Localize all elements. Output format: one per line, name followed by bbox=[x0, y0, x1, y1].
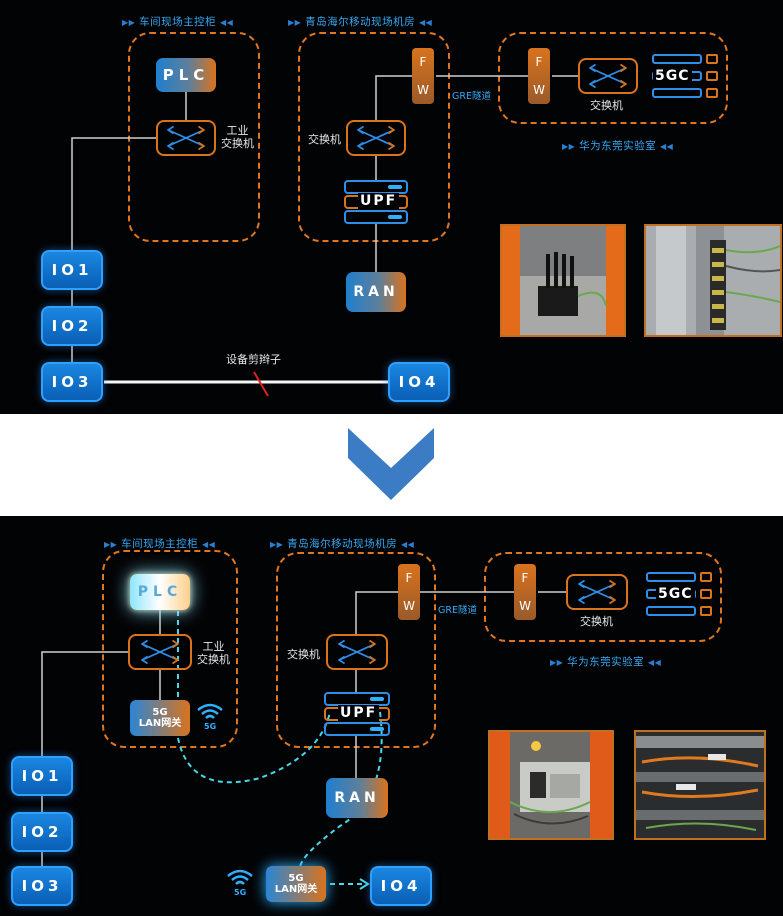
huawei-lab-group bbox=[498, 32, 728, 124]
switch-cross-arrows-icon bbox=[577, 579, 617, 605]
wifi-5g-label-bottom: 5G bbox=[234, 888, 247, 897]
wifi-5g-label-top: 5G bbox=[204, 722, 217, 731]
device-photo-left bbox=[500, 224, 626, 337]
io4-box: IO4 bbox=[370, 866, 432, 906]
5gc-label: 5GC bbox=[656, 586, 695, 602]
switch-cross-arrows-icon bbox=[140, 639, 180, 665]
switch-cross-arrows-icon bbox=[166, 125, 206, 151]
industrial-switch-label: 工业 交换机 bbox=[197, 640, 230, 666]
bottom-connection-lines bbox=[41, 586, 566, 890]
top-connection-lines bbox=[71, 75, 578, 397]
firewall-left: F W bbox=[412, 48, 434, 104]
fw-left-f: F bbox=[419, 55, 427, 69]
device-photo-left-image bbox=[502, 226, 624, 335]
workshop-cabinet-title: ▶▶ 车间现场主控柜 ◀◀ bbox=[122, 16, 234, 28]
wifi-icon bbox=[196, 702, 224, 726]
io3-box: IO3 bbox=[11, 866, 73, 906]
firewall-right: F W bbox=[528, 48, 550, 104]
switch-cross-arrows-icon bbox=[356, 125, 396, 151]
io1-box: IO1 bbox=[11, 756, 73, 796]
device-photo-left-image bbox=[490, 732, 612, 838]
top-diagram-panel: ▶▶ 车间现场主控柜 ◀◀ ▶▶ 青岛海尔移动现场机房 ◀◀ ▶▶ 华为东莞实验… bbox=[0, 0, 783, 414]
haier-switch-label: 交换机 bbox=[287, 648, 320, 661]
io2-box: IO2 bbox=[11, 812, 73, 852]
bottom-diagram-panel: ▶▶ 车间现场主控柜 ◀◀ ▶▶ 青岛海尔移动现场机房 ◀◀ ▶▶ 华为东莞实验… bbox=[0, 516, 783, 916]
ran-box: RAN bbox=[346, 272, 406, 312]
io4-box: IO4 bbox=[388, 362, 450, 402]
gre-tunnel-label: GRE隧道 bbox=[438, 605, 477, 616]
down-chevron-arrow-icon bbox=[348, 428, 434, 500]
5g-lan-gateway-bottom: 5G LAN网关 bbox=[266, 866, 326, 902]
haier-room-group bbox=[298, 32, 450, 242]
plc-box: PLC bbox=[130, 574, 190, 610]
haier-switch bbox=[326, 634, 388, 670]
5gc-label: 5GC bbox=[653, 68, 692, 84]
industrial-switch bbox=[156, 120, 216, 156]
device-photo-right-image bbox=[646, 226, 780, 335]
upf-server: UPF bbox=[324, 692, 390, 736]
io2-box: IO2 bbox=[41, 306, 103, 346]
workshop-cabinet-title: ▶▶ 车间现场主控柜 ◀◀ bbox=[104, 538, 216, 550]
io1-box: IO1 bbox=[41, 250, 103, 290]
io3-box: IO3 bbox=[41, 362, 103, 402]
device-photo-right-image bbox=[636, 732, 764, 838]
device-photo-right bbox=[634, 730, 766, 840]
5g-lan-gateway-top: 5G LAN网关 bbox=[130, 700, 190, 736]
fw-right-f: F bbox=[535, 55, 543, 69]
switch-cross-arrows-icon bbox=[588, 63, 628, 89]
fw-right-w: W bbox=[533, 83, 545, 97]
huawei-lab-group bbox=[484, 552, 722, 642]
firewall-right: F W bbox=[514, 564, 536, 620]
industrial-switch bbox=[128, 634, 192, 670]
upf-label: UPF bbox=[338, 705, 380, 721]
firewall-left: F W bbox=[398, 564, 420, 620]
haier-switch-label: 交换机 bbox=[308, 133, 341, 146]
switch-cross-arrows-icon bbox=[337, 639, 377, 665]
workshop-cabinet-group bbox=[102, 550, 238, 748]
plc-box: PLC bbox=[156, 58, 216, 92]
5gc-core: 5GC bbox=[652, 54, 720, 100]
device-photo-left bbox=[488, 730, 614, 840]
haier-room-title: ▶▶ 青岛海尔移动现场机房 ◀◀ bbox=[288, 16, 433, 28]
workshop-cabinet-group bbox=[128, 32, 260, 242]
huawei-lab-title: ▶▶ 华为东莞实验室 ◀◀ bbox=[562, 140, 674, 152]
wifi-icon bbox=[226, 868, 254, 892]
upf-server: UPF bbox=[344, 180, 408, 224]
ran-box: RAN bbox=[326, 778, 388, 818]
device-photo-right bbox=[644, 224, 782, 337]
gre-tunnel-label: GRE隧道 bbox=[452, 91, 491, 102]
huawei-switch bbox=[578, 58, 638, 94]
haier-room-title: ▶▶ 青岛海尔移动现场机房 ◀◀ bbox=[270, 538, 415, 550]
huawei-switch-label: 交换机 bbox=[590, 99, 623, 112]
industrial-switch-label: 工业 交换机 bbox=[221, 124, 254, 150]
haier-switch bbox=[346, 120, 406, 156]
5gc-core: 5GC bbox=[646, 572, 714, 618]
huawei-switch bbox=[566, 574, 628, 610]
huawei-switch-label: 交换机 bbox=[580, 615, 613, 628]
fw-left-w: W bbox=[417, 83, 429, 97]
cable-cut-label: 设备剪辫子 bbox=[226, 353, 281, 366]
huawei-lab-title: ▶▶ 华为东莞实验室 ◀◀ bbox=[550, 656, 662, 668]
upf-label: UPF bbox=[358, 193, 400, 209]
